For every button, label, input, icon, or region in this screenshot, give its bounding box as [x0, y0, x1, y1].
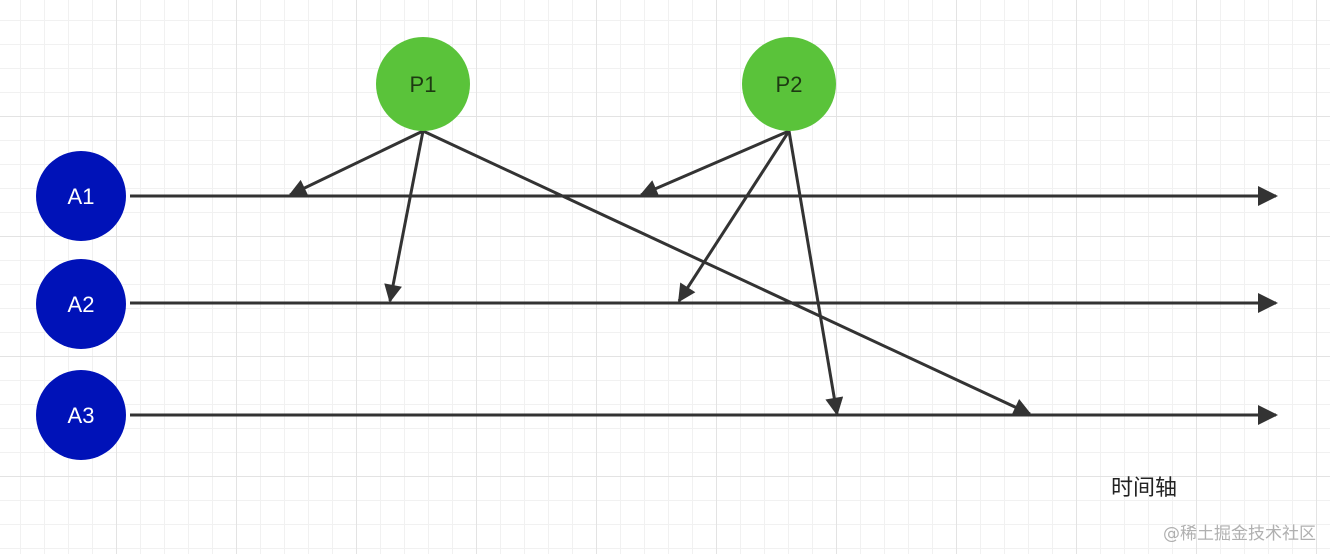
message-arrow-p1-a1: [288, 129, 424, 197]
producer-circle-p2: [742, 37, 836, 131]
consumer-label-a3: A3: [68, 403, 95, 428]
consumer-node-a2: A2: [36, 259, 126, 349]
consumer-circle-a3: [36, 370, 126, 460]
consumer-circle-a1: [36, 151, 126, 241]
producer-label-p1: P1: [410, 72, 437, 97]
producer-node-p1: P1: [376, 37, 470, 131]
consumer-label-a1: A1: [68, 184, 95, 209]
consumer-node-a3: A3: [36, 370, 126, 460]
message-arrow-p1-a3: [422, 129, 1032, 416]
producer-node-p2: P2: [742, 37, 836, 131]
message-arrow-p1-a2: [384, 130, 425, 303]
message-arrow-p2-a1: [639, 129, 790, 197]
consumer-node-a1: A1: [36, 151, 126, 241]
watermark: @稀土掘金技术社区: [1163, 524, 1316, 544]
consumer-circle-a2: [36, 259, 126, 349]
message-arrow-p2-a3: [787, 130, 844, 416]
message-arrow-p2-a2: [677, 130, 791, 303]
producer-circle-p1: [376, 37, 470, 131]
consumer-label-a2: A2: [68, 292, 95, 317]
producer-label-p2: P2: [776, 72, 803, 97]
time-axis-label: 时间轴: [1111, 476, 1178, 501]
